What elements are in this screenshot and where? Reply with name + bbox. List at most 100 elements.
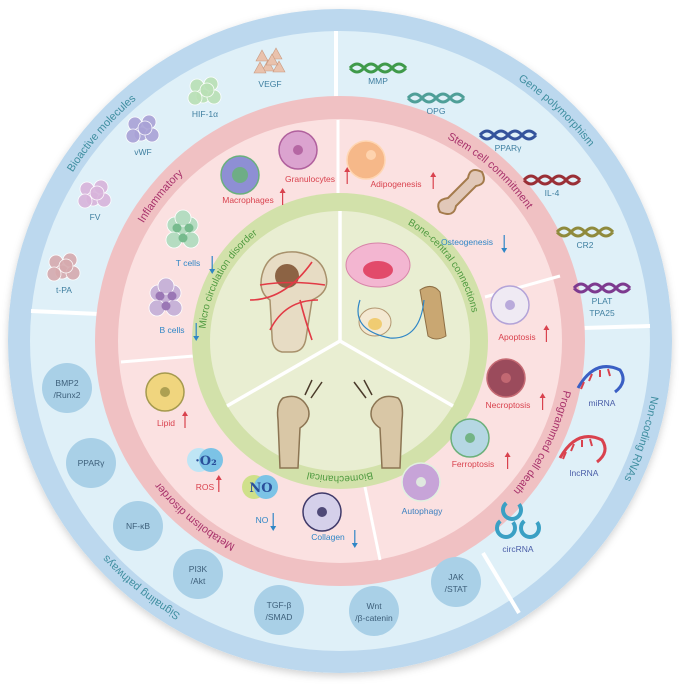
pathway-circle [66,438,116,488]
dna-helix-icon [555,226,615,238]
middle-item-macro: Macrophages [220,155,286,205]
noncoding-item-mirna: miRNA [576,365,625,408]
bioactive-item-fv: FV [77,179,112,222]
bioactive-label: HIF-1α [192,109,218,119]
middle-item-coll: Collagen [302,492,358,548]
t-cell-cluster-icon [165,209,200,249]
oxygen-molecule-icon: ·O₂ [187,448,223,472]
down-arrow-icon [193,323,200,341]
middle-item-ros: ·O₂ ROS [187,448,223,492]
up-arrow-icon [504,452,511,469]
pathway-circle [431,557,481,607]
necrotic-cell-icon [486,358,526,398]
pathway-wnt: Wnt/β-catenin [349,586,399,636]
middle-item-label: Autophagy [402,506,443,516]
gene-label: CR2 [576,240,593,250]
middle-item-label: ROS [196,482,215,492]
middle-item-adipo: Adipogenesis [346,140,437,189]
gene-label: PPARγ [495,143,523,153]
middle-item-label: Macrophages [222,195,274,205]
autophagy-cell-icon [401,462,441,502]
gene-item-il4: IL-4 [522,174,582,198]
gene-item-ppar: PPARγ [478,129,538,153]
section-title-biomech: Biomechanical [306,469,374,484]
pathway-label: BMP2 [55,378,78,388]
gene-item-cr2: CR2 [555,226,615,250]
pathway-jak: JAK/STAT [431,557,481,607]
up-arrow-icon [344,167,351,184]
up-arrow-icon [215,475,222,492]
middle-item-label: Adipogenesis [370,179,421,189]
granulocyte-icon [278,130,318,170]
down-arrow-icon [501,235,508,253]
noncoding-label: miRNA [589,398,616,408]
pathway-label: PPARγ [78,458,106,468]
pathway-circle [42,363,92,413]
gene-item-opg: OPG [406,92,466,116]
lipid-cell-icon [145,372,185,412]
dna-helix-icon [348,62,408,74]
lncrna-icon [558,435,607,464]
bioactive-label: VEGF [258,79,281,89]
up-arrow-icon [279,188,286,205]
dna-helix-icon [406,92,466,104]
pathway-label: Wnt [366,601,382,611]
bioactive-label: t-PA [56,285,72,295]
pathway-label: JAK [448,572,464,582]
dna-helix-icon [572,282,632,294]
middle-item-label: Granulocytes [285,174,335,184]
bioactive-item-tpa: t-PA [46,252,81,295]
triangle-cluster-icon [253,47,286,74]
gene-label: PLAT [592,296,613,306]
pathway-pparg: PPARγ [66,438,116,488]
middle-item-label: Collagen [311,532,345,542]
molecule-symbol: NO [249,481,272,496]
gene-label: MMP [368,76,388,86]
pathway-label-2: /SMAD [266,612,293,622]
gene-label: IL-4 [545,188,560,198]
middle-item-label: B cells [159,325,184,335]
pathway-label: PI3K [189,564,208,574]
middle-item-osteo: Osteogenesis [437,169,508,253]
up-arrow-icon [182,411,188,428]
up-arrow-icon [430,172,437,189]
middle-item-label: Osteogenesis [441,237,493,247]
middle-item-lipid: Lipid [145,372,188,428]
noncoding-item-lncrna: lncRNA [558,435,607,478]
molecule-symbol: ·O₂ [195,454,217,469]
bioactive-label: vWF [134,147,151,157]
polygon-cluster-icon [187,76,222,106]
pathway-label-2: /Akt [191,576,206,586]
middle-item-auto: Autophagy [401,462,443,516]
bioactive-label: FV [90,212,101,222]
brain-spine-bone-illustration [345,242,447,340]
bioactive-item-vegf: VEGF [253,47,286,89]
middle-item-gran: Granulocytes [278,130,351,184]
up-arrow-icon [543,325,550,342]
middle-item-ferro: Ferroptosis [450,418,511,469]
noncoding-label: lncRNA [570,468,599,478]
middle-item-label: NO [256,515,269,525]
gene-item-mmp: MMP [348,62,408,86]
mirna-icon [576,365,625,394]
middle-item-necro: Necroptosis [486,358,546,410]
pathway-label: TGF-β [267,600,292,610]
pathway-circle [254,585,304,635]
noncoding-label: circRNA [502,544,533,554]
middle-item-no: NO NO [242,475,278,531]
middle-item-label: Apoptosis [498,332,535,342]
adipocyte-icon [346,140,386,180]
gene-label-2: TPA25 [589,308,615,318]
middle-item-tcell: T cells [165,209,216,274]
down-arrow-icon [270,513,277,531]
star-cluster-icon [46,252,81,282]
macrophage-icon [220,155,260,195]
middle-item-bcell: B cells [148,277,200,341]
sphere-cluster-icon [125,114,160,144]
gene-label: OPG [427,106,446,116]
pathway-circle [173,549,223,599]
pathway-label-2: /Runx2 [54,390,81,400]
polygon-cluster-icon [77,179,112,209]
inner-dividers [226,211,454,408]
